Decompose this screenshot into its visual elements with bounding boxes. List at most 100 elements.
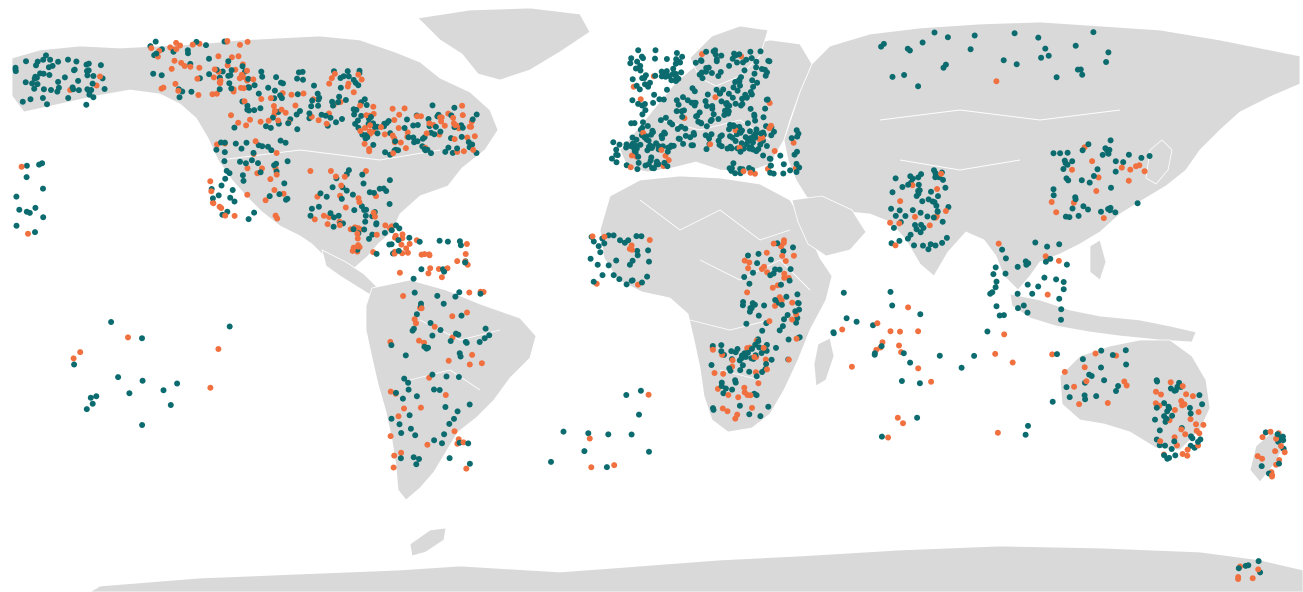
observation-point-teal [452, 293, 459, 300]
observation-point-teal [413, 461, 420, 468]
observation-point-orange [896, 342, 902, 349]
observation-point-orange [1042, 253, 1049, 260]
observation-point-teal [273, 74, 280, 81]
observation-point-orange [398, 449, 405, 456]
observation-point-orange [1125, 177, 1132, 184]
observation-point-orange [1187, 416, 1194, 423]
observation-point-teal [1025, 422, 1031, 429]
observation-point-orange [934, 186, 941, 192]
observation-point-orange [912, 213, 918, 220]
observation-point-orange [724, 408, 731, 415]
observation-point-orange [402, 145, 409, 152]
observation-point-orange [381, 131, 388, 138]
landmass-madagascar [813, 337, 835, 387]
observation-point-teal [1078, 177, 1085, 184]
observation-point-teal [337, 75, 344, 81]
observation-point-orange [1071, 383, 1078, 390]
observation-point-orange [172, 80, 179, 87]
observation-point-orange [751, 354, 758, 360]
observation-point-teal [226, 323, 233, 330]
observation-point-orange [401, 105, 408, 112]
observation-point-teal [167, 402, 174, 408]
observation-point-teal [108, 319, 115, 325]
observation-point-orange [323, 120, 330, 127]
observation-point-orange [1254, 453, 1261, 460]
observation-point-teal [776, 266, 783, 273]
observation-point-teal [26, 209, 33, 216]
observation-point-orange [1055, 257, 1062, 264]
observation-point-teal [750, 269, 756, 276]
observation-point-teal [351, 111, 358, 118]
observation-point-teal [601, 240, 608, 247]
observation-point-teal [768, 356, 775, 363]
observation-point-orange [896, 220, 903, 227]
observation-point-teal [783, 293, 790, 300]
observation-point-teal [1014, 290, 1021, 297]
observation-point-orange [1092, 350, 1099, 357]
observation-point-teal [1161, 400, 1168, 407]
observation-point-teal [1069, 158, 1076, 165]
observation-point-teal [958, 364, 965, 371]
observation-point-teal [416, 238, 423, 245]
observation-point-teal [407, 425, 414, 432]
landmass-south-america [365, 279, 537, 501]
observation-point-teal [636, 86, 643, 93]
observation-point-orange [350, 89, 357, 96]
observation-point-teal [360, 180, 367, 187]
observation-point-teal [632, 65, 639, 72]
observation-point-teal [1053, 276, 1060, 283]
observation-point-teal [362, 218, 369, 225]
observation-point-orange [771, 148, 778, 154]
observation-point-orange [397, 139, 404, 146]
observation-point-orange [357, 102, 364, 109]
observation-point-orange [216, 203, 223, 210]
observation-point-teal [345, 73, 352, 80]
observation-point-teal [645, 137, 652, 144]
observation-point-teal [623, 144, 630, 151]
observation-point-orange [392, 232, 399, 239]
observation-point-teal [411, 289, 418, 296]
observation-point-teal [358, 112, 365, 119]
observation-point-orange [452, 122, 459, 129]
observation-point-orange [243, 122, 250, 129]
observation-point-teal [1013, 61, 1020, 68]
observation-point-teal [308, 205, 315, 212]
observation-point-teal [678, 69, 685, 76]
observation-point-teal [462, 338, 469, 345]
observation-point-orange [1153, 388, 1159, 395]
observation-point-orange [177, 42, 184, 49]
observation-point-teal [285, 120, 292, 127]
observation-point-teal [787, 167, 794, 174]
observation-point-teal [265, 143, 271, 150]
observation-point-teal [139, 335, 145, 342]
observation-point-teal [718, 383, 725, 389]
observation-point-teal [1024, 309, 1031, 316]
observation-point-orange [238, 71, 245, 78]
observation-point-teal [641, 134, 648, 141]
observation-point-teal [605, 262, 612, 269]
observation-point-orange [396, 269, 403, 276]
observation-point-teal [401, 125, 408, 131]
observation-point-orange [442, 392, 449, 398]
observation-point-teal [1056, 295, 1063, 302]
observation-point-teal [206, 71, 213, 78]
observation-point-teal [1079, 71, 1086, 78]
observation-point-teal [662, 73, 669, 80]
observation-point-teal [412, 432, 419, 439]
observation-point-teal [218, 182, 225, 189]
observation-point-orange [332, 173, 339, 180]
observation-point-orange [370, 209, 377, 216]
observation-point-teal [732, 377, 739, 384]
observation-point-teal [446, 420, 453, 427]
observation-point-teal [744, 120, 751, 127]
observation-point-teal [927, 241, 934, 248]
observation-point-teal [935, 193, 941, 200]
observation-point-orange [740, 168, 747, 175]
observation-point-orange [390, 150, 397, 157]
observation-point-teal [896, 207, 903, 214]
observation-point-teal [703, 48, 710, 55]
observation-point-teal [335, 99, 342, 106]
observation-point-teal [1072, 196, 1079, 203]
observation-point-orange [747, 169, 754, 176]
observation-point-teal [594, 261, 601, 268]
